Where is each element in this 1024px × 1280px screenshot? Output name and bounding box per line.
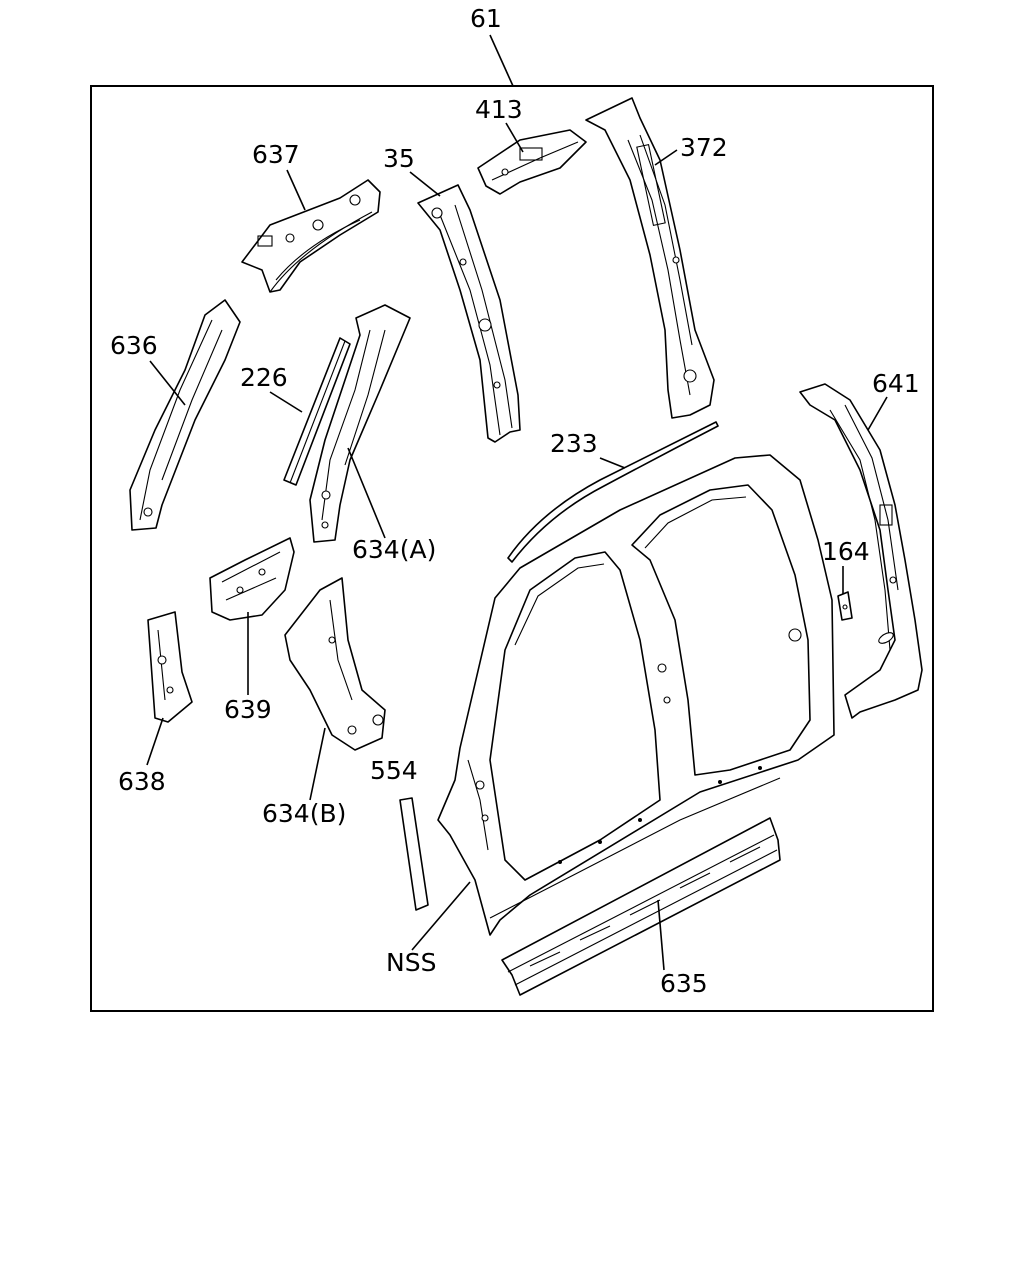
- part-233-roof-strip[interactable]: [507, 421, 719, 563]
- part-nss-side-panel[interactable]: [437, 454, 835, 936]
- part-372-center-pillar[interactable]: [585, 97, 715, 419]
- callout-413: 413: [475, 95, 523, 124]
- part-637-bracket[interactable]: [241, 179, 381, 293]
- callout-635: 635: [660, 969, 708, 998]
- part-641-rear-pillar[interactable]: [799, 383, 923, 719]
- callout-35: 35: [383, 144, 415, 173]
- part-164-clip[interactable]: [837, 591, 853, 621]
- part-226-weatherstrip[interactable]: [283, 337, 351, 486]
- callout-226: 226: [240, 363, 288, 392]
- callout-233: 233: [550, 429, 598, 458]
- callout-636: 636: [110, 331, 158, 360]
- part-634b-reinforcement[interactable]: [284, 577, 386, 751]
- callout-639: 639: [224, 695, 272, 724]
- part-636-pillar-strip[interactable]: [129, 299, 241, 531]
- callout-634a: 634(A): [352, 535, 436, 564]
- callout-641: 641: [872, 369, 920, 398]
- part-635-sill[interactable]: [501, 817, 781, 996]
- part-634a-reinforcement[interactable]: [309, 304, 411, 543]
- callout-554: 554: [370, 756, 418, 785]
- callout-labels: 61 413 372 637 35 636 226 634(A) 233 641…: [110, 4, 920, 998]
- part-639-bracket-plate[interactable]: [209, 537, 295, 621]
- callout-634b: 634(B): [262, 799, 346, 828]
- callout-372: 372: [680, 133, 728, 162]
- leader-lines: [146, 34, 888, 971]
- callout-638: 638: [118, 767, 166, 796]
- callout-637: 637: [252, 140, 300, 169]
- diagram-frame: [90, 85, 934, 1012]
- part-35-front-pillar[interactable]: [417, 184, 521, 443]
- part-554-trim-strip[interactable]: [399, 797, 429, 911]
- part-413-bracket[interactable]: [477, 129, 587, 195]
- part-638-lower-bracket[interactable]: [147, 611, 193, 723]
- callout-nss: NSS: [386, 948, 436, 977]
- callout-164: 164: [822, 537, 870, 566]
- callout-61: 61: [470, 4, 502, 33]
